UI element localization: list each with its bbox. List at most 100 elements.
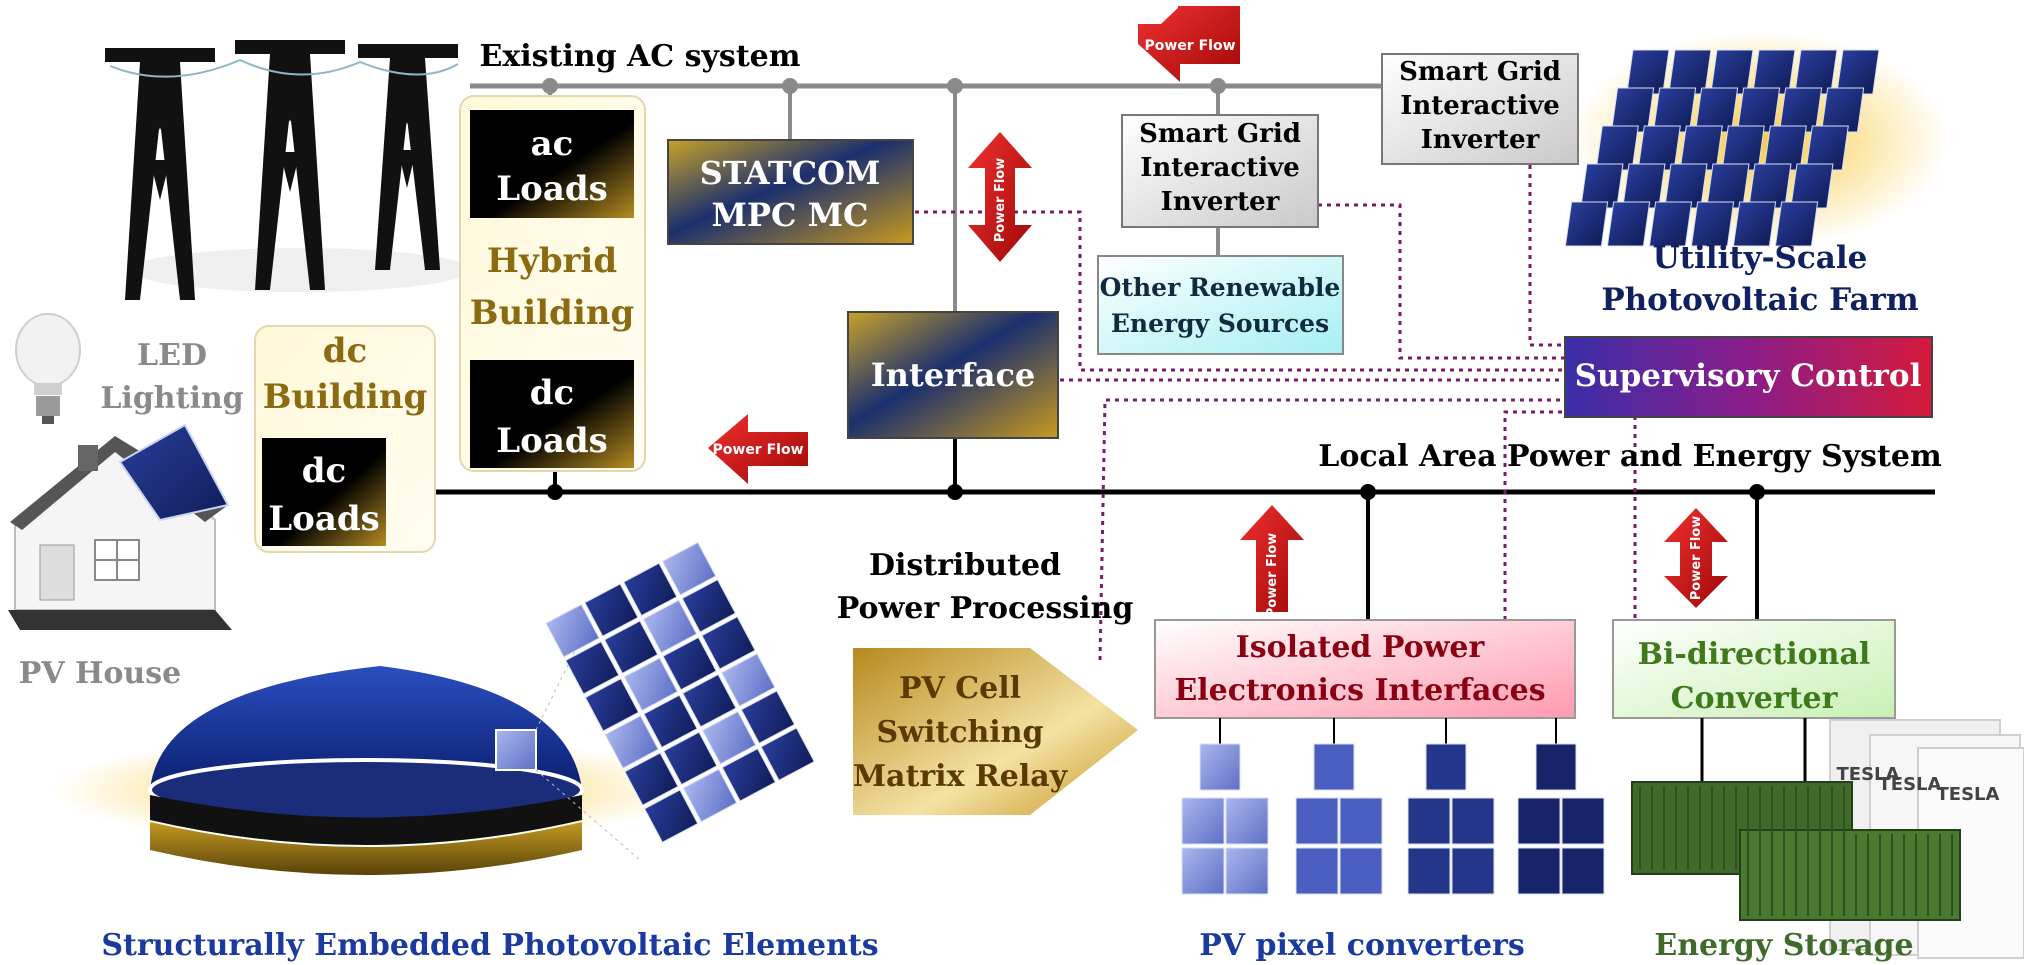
- led-bulb-icon: [15, 313, 81, 424]
- solar-panel-icon: [721, 747, 777, 802]
- embedded-pv-panels-icon: [545, 541, 815, 843]
- sgi2-line3: Inverter: [1421, 125, 1540, 155]
- solar-panel-icon: [721, 653, 776, 707]
- pv-pixel-icon: [1225, 797, 1269, 845]
- tower-icon: [105, 48, 215, 300]
- solar-panel-icon: [1805, 125, 1849, 171]
- ac-loads-line1: ac: [531, 124, 574, 164]
- solar-panel-icon: [1606, 201, 1651, 247]
- led-lighting-line1: LED: [137, 338, 207, 373]
- tower-icon: [235, 40, 345, 290]
- hybrid-building-line2: Building: [470, 293, 634, 333]
- embedded-pv-label: Structurally Embedded Photovoltaic Eleme…: [101, 928, 878, 963]
- solar-panel-icon: [1564, 201, 1609, 247]
- distributed-line1: Distributed: [869, 548, 1061, 583]
- dc-loads-line2: Loads: [268, 499, 380, 539]
- solar-panel-icon: [1610, 87, 1655, 133]
- pv-pixel-icon: [1295, 797, 1339, 845]
- local-area-label: Local Area Power and Energy System: [1318, 439, 1942, 474]
- solar-panel-icon: [740, 690, 796, 744]
- pv-pixel-icon: [1561, 847, 1605, 895]
- statcom-box: STATCOM MPC MC: [667, 139, 914, 245]
- solar-panel-icon: [1652, 87, 1697, 133]
- energy-storage-icon: TESLA TESLA TESLA: [1631, 718, 2024, 959]
- solar-panel-icon: [682, 673, 737, 728]
- tesla-label-3: TESLA: [1937, 784, 2000, 805]
- pv-pixel-icon: [1339, 797, 1383, 845]
- bidirectional-box: Bi-directional Converter: [1612, 619, 1896, 719]
- solar-panel-icon: [1580, 163, 1624, 209]
- power-flow-arrow-top: Power Flow: [1138, 6, 1240, 82]
- pv-pixel-icon: [1339, 847, 1383, 895]
- sgi2-line2: Interactive: [1400, 91, 1560, 121]
- solar-panel-icon: [1679, 125, 1723, 171]
- tesla-label-2: TESLA: [1879, 774, 1942, 795]
- power-flow-v1-label: Power Flow: [993, 158, 1008, 243]
- supervisory-label: Supervisory Control: [1575, 358, 1922, 394]
- other-renewable-box: Other Renewable Energy Sources: [1097, 255, 1344, 355]
- ac-bus: [470, 78, 1420, 318]
- solar-panel-icon: [1668, 49, 1712, 95]
- pv-pixel-icon: [1407, 847, 1451, 895]
- solar-panel-icon: [1790, 163, 1834, 209]
- pv-pixel-icon: [1451, 847, 1495, 895]
- solar-panel-icon: [1836, 49, 1880, 95]
- renewable-line2: Energy Sources: [1111, 309, 1329, 338]
- power-flow-arrow-vertical-2: Power Flow: [1240, 505, 1304, 617]
- sgi2-line1: Smart Grid: [1399, 57, 1561, 87]
- pv-pixel-icon: [1535, 743, 1577, 791]
- solar-panel-icon: [1690, 201, 1735, 247]
- solar-panel-icon: [682, 768, 738, 823]
- power-flow-arrow-vertical-3: Power Flow: [1664, 508, 1728, 608]
- pv-pixel-icon: [1451, 797, 1495, 845]
- pv-house-icon: [8, 423, 232, 630]
- pv-pixel-icon: [1181, 847, 1225, 895]
- pv-cell-line2: Switching: [876, 715, 1043, 750]
- solar-panel-icon: [545, 603, 600, 658]
- bidir-line2: Converter: [1671, 681, 1839, 716]
- utility-scale-line1: Utility-Scale: [1653, 240, 1868, 276]
- solar-panel-icon: [584, 583, 639, 637]
- hybrid-building: ac Loads Hybrid Building dc Loads: [459, 95, 646, 472]
- smart-grid-inverter-2: Smart Grid Interactive Inverter: [1381, 53, 1579, 165]
- embedded-pv-dome-icon: [50, 599, 690, 875]
- pv-house-label: PV House: [19, 656, 181, 691]
- tesla-label-1: TESLA: [1837, 764, 1900, 785]
- power-flow-v2-label: Power Flow: [1265, 533, 1280, 618]
- pv-cell-line3: Matrix Relay: [853, 759, 1069, 794]
- dc-loads-line1: dc: [302, 451, 346, 491]
- sgi1-line2: Interactive: [1140, 153, 1300, 183]
- dc-building-line2: Building: [263, 377, 427, 417]
- pv-cell-switching-box: PV Cell Switching Matrix Relay: [853, 648, 1138, 815]
- isolated-power-box: Isolated Power Electronics Interfaces: [1154, 619, 1576, 719]
- pv-pixel-icon: [1181, 797, 1225, 845]
- pv-pixel-icon: [1517, 797, 1561, 845]
- smart-grid-inverter-1: Smart Grid Interactive Inverter: [1121, 114, 1319, 228]
- isolated-line2: Electronics Interfaces: [1174, 673, 1545, 708]
- solar-panel-icon: [1748, 163, 1792, 209]
- pv-pixel-array: [1181, 718, 1605, 895]
- power-flow-v3-label: Power Flow: [1689, 516, 1704, 601]
- energy-storage-label: Energy Storage: [1654, 928, 1913, 963]
- solar-panel-icon: [623, 562, 678, 617]
- power-flow-arrow-mid: Power Flow: [708, 414, 808, 484]
- solar-panel-icon: [1637, 125, 1681, 171]
- solar-panel-icon: [1778, 87, 1823, 133]
- hybrid-building-line1: Hybrid: [487, 241, 617, 281]
- ac-loads-line2: Loads: [496, 169, 608, 209]
- solar-panel-icon: [1820, 87, 1865, 133]
- solar-panel-icon: [1732, 201, 1777, 247]
- distributed-line2: Power Processing: [837, 591, 1134, 626]
- pv-cell-line1: PV Cell: [899, 671, 1021, 706]
- pv-pixel-icon: [1225, 847, 1269, 895]
- transmission-towers: [105, 40, 470, 300]
- pv-pixel-icon: [1517, 847, 1561, 895]
- pv-pixel-icon: [1313, 743, 1355, 791]
- solar-panel-icon: [1710, 49, 1754, 95]
- utility-pv-farm-icon: [1564, 30, 1950, 250]
- pv-pixel-icon: [1425, 743, 1467, 791]
- solar-panel-icon: [1736, 87, 1781, 133]
- pv-pixel-icon: [1561, 797, 1605, 845]
- solar-panel-icon: [565, 640, 620, 695]
- solar-panel-icon: [623, 657, 679, 712]
